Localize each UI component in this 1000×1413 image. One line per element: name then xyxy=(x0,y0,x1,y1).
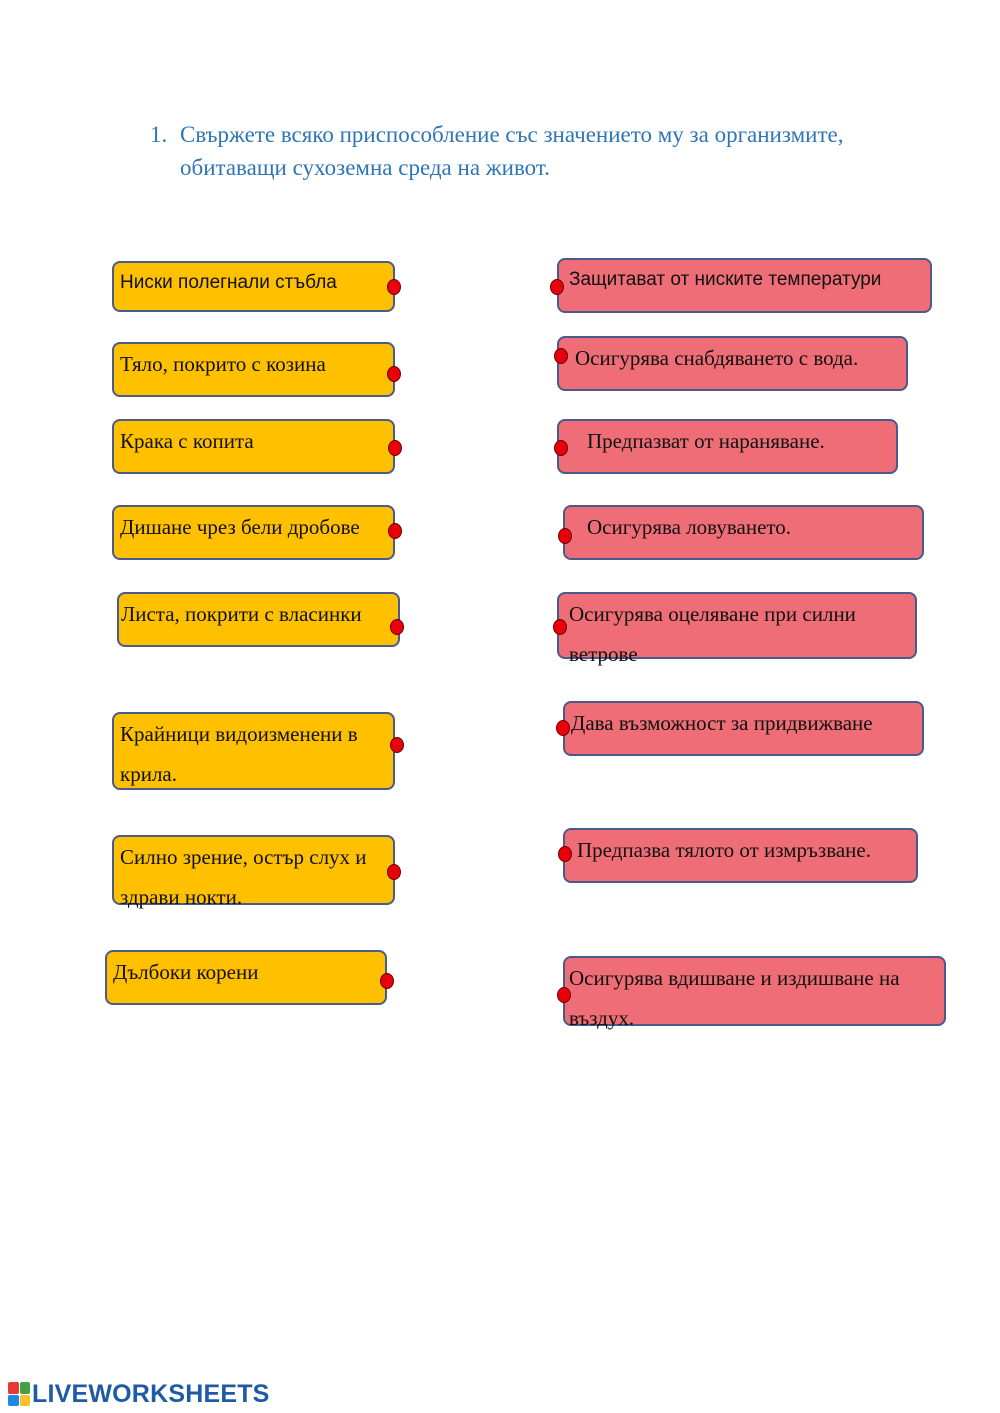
left-item-label: Силно зрение, остър слух и здрави нокти. xyxy=(120,845,367,909)
left-item-label: Крайници видоизменени в крила. xyxy=(120,722,358,786)
right-item-8[interactable]: Осигурява вдишване и издишване на въздух… xyxy=(563,956,946,1030)
right-connector-dot-5[interactable] xyxy=(553,619,567,635)
left-item-label: Дишане чрез бели дробове xyxy=(120,515,360,539)
right-connector-dot-7[interactable] xyxy=(558,846,572,862)
instruction-text: Свържете всяко приспособление със значен… xyxy=(180,122,844,180)
left-item-6[interactable]: Крайници видоизменени в крила. xyxy=(112,712,395,790)
right-item-2[interactable]: Осигурява снабдяването с вода. xyxy=(557,336,908,391)
logo-text: LIVEWORKSHEETS xyxy=(32,1379,270,1408)
left-item-label: Дълбоки корени xyxy=(113,960,259,984)
left-item-label: Ниски полегнали стъбла xyxy=(120,272,337,293)
right-connector-dot-3[interactable] xyxy=(554,440,568,456)
right-connector-dot-1[interactable] xyxy=(550,279,564,295)
left-item-3[interactable]: Крака с копита xyxy=(112,419,395,474)
right-item-label: Осигурява вдишване и издишване на въздух… xyxy=(569,966,900,1030)
left-connector-dot-4[interactable] xyxy=(388,523,402,539)
right-item-1[interactable]: Защитават от ниските температури xyxy=(557,258,932,313)
left-item-7[interactable]: Силно зрение, остър слух и здрави нокти. xyxy=(112,835,395,909)
right-item-label: Дава възможност за придвижване xyxy=(571,711,873,735)
right-item-label: Осигурява снабдяването с вода. xyxy=(575,346,859,370)
right-connector-dot-4[interactable] xyxy=(558,528,572,544)
right-item-label: Предпазват от нараняване. xyxy=(587,429,825,453)
right-item-4[interactable]: Осигурява ловуването. xyxy=(563,505,924,560)
liveworksheets-logo-icon xyxy=(8,1382,30,1406)
right-connector-dot-6[interactable] xyxy=(556,720,570,736)
left-connector-dot-3[interactable] xyxy=(388,440,402,456)
left-item-8[interactable]: Дълбоки корени xyxy=(105,950,387,1005)
left-item-5[interactable]: Листа, покрити с власинки xyxy=(117,592,400,647)
right-item-label: Осигурява оцеляване при силни ветрове xyxy=(569,602,856,666)
right-connector-dot-2[interactable] xyxy=(554,348,568,364)
left-item-2[interactable]: Тяло, покрито с козина xyxy=(112,342,395,397)
left-connector-dot-7[interactable] xyxy=(387,864,401,880)
right-item-label: Защитават от ниските температури xyxy=(569,269,882,290)
right-connector-dot-8[interactable] xyxy=(557,987,571,1003)
right-item-label: Осигурява ловуването. xyxy=(587,515,792,539)
right-item-6[interactable]: Дава възможност за придвижване xyxy=(563,701,924,756)
left-item-1[interactable]: Ниски полегнали стъбла xyxy=(112,261,395,312)
left-connector-dot-8[interactable] xyxy=(380,973,394,989)
left-connector-dot-1[interactable] xyxy=(387,279,401,295)
left-connector-dot-6[interactable] xyxy=(390,737,404,753)
right-item-label: Предпазва тялото от измръзване. xyxy=(577,838,871,862)
left-item-label: Листа, покрити с власинки xyxy=(121,602,362,626)
right-item-3[interactable]: Предпазват от нараняване. xyxy=(557,419,898,474)
left-item-label: Тяло, покрито с козина xyxy=(120,352,326,376)
right-item-7[interactable]: Предпазва тялото от измръзване. xyxy=(563,828,918,883)
liveworksheets-logo: LIVEWORKSHEETS xyxy=(8,1378,270,1410)
left-connector-dot-5[interactable] xyxy=(390,619,404,635)
left-item-4[interactable]: Дишане чрез бели дробове xyxy=(112,505,395,560)
left-item-label: Крака с копита xyxy=(120,429,254,453)
right-item-5[interactable]: Осигурява оцеляване при силни ветрове xyxy=(557,592,917,666)
instruction-number: 1. xyxy=(150,122,168,147)
left-connector-dot-2[interactable] xyxy=(387,366,401,382)
